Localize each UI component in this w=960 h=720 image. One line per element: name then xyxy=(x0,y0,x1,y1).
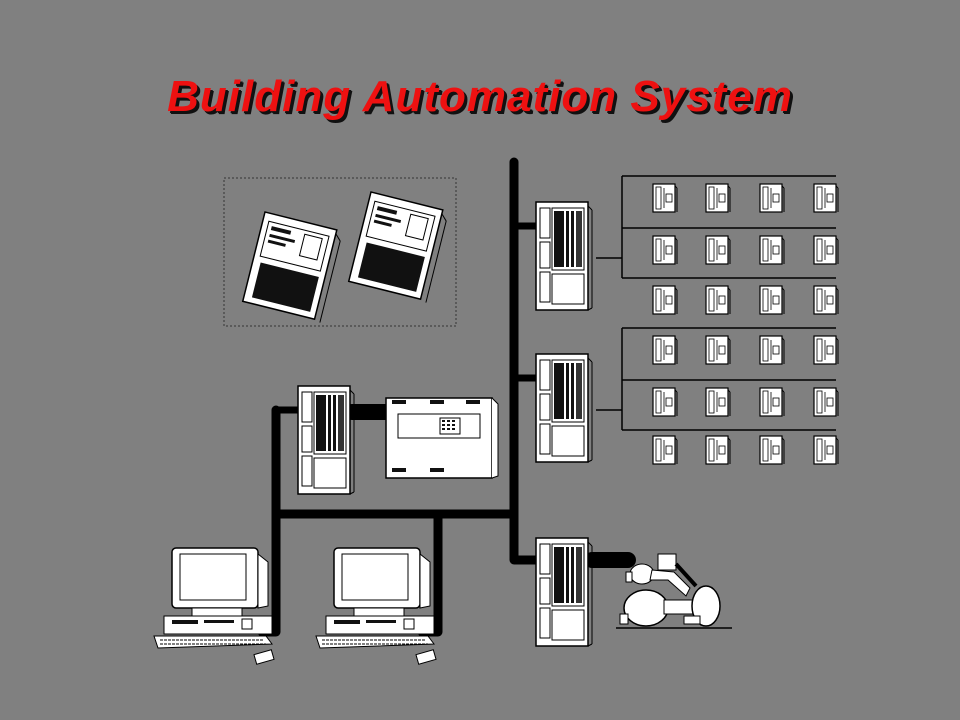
controller-cabinet-icon xyxy=(535,537,593,647)
mouse-icon xyxy=(253,649,437,665)
main-bus xyxy=(509,157,545,565)
field-controller-icon xyxy=(759,235,785,265)
field-controller-icon xyxy=(705,285,731,315)
field-controller-icon xyxy=(705,235,731,265)
field-bus-top xyxy=(596,175,836,279)
field-controller-icon xyxy=(705,435,731,465)
field-controller-group-top xyxy=(652,183,839,315)
field-controller-icon xyxy=(759,183,785,213)
portable-terminal-icon xyxy=(347,191,450,304)
computer-workstation-icon xyxy=(315,547,435,649)
field-controller-icon xyxy=(705,387,731,417)
field-controller-icon xyxy=(652,335,678,365)
controller-cabinet-icon xyxy=(297,385,355,495)
field-controller-icon xyxy=(813,335,839,365)
controller-cabinet-icon xyxy=(535,353,593,463)
page-title: Building Automation System xyxy=(167,72,793,121)
computer-workstation-icon xyxy=(153,547,273,649)
field-controller-icon xyxy=(759,335,785,365)
field-controller-icon xyxy=(705,183,731,213)
portable-terminal-group xyxy=(223,177,457,327)
field-controller-icon xyxy=(652,285,678,315)
field-controller-icon xyxy=(813,235,839,265)
field-controller-icon xyxy=(813,285,839,315)
portable-terminal-icon xyxy=(241,211,344,324)
field-bus-bottom xyxy=(596,327,836,431)
pump-motor-icon xyxy=(616,553,732,629)
field-controller-icon xyxy=(759,387,785,417)
field-controller-icon xyxy=(759,285,785,315)
field-controller-icon xyxy=(759,435,785,465)
field-controller-icon xyxy=(813,435,839,465)
alarm-panel-icon xyxy=(385,397,499,479)
field-controller-icon xyxy=(705,335,731,365)
field-controller-group-bottom xyxy=(652,335,839,465)
field-controller-icon xyxy=(652,435,678,465)
field-controller-icon xyxy=(813,183,839,213)
field-controller-icon xyxy=(652,183,678,213)
field-controller-icon xyxy=(652,235,678,265)
field-controller-icon xyxy=(652,387,678,417)
field-controller-icon xyxy=(813,387,839,417)
controller-cabinet-icon xyxy=(535,201,593,311)
